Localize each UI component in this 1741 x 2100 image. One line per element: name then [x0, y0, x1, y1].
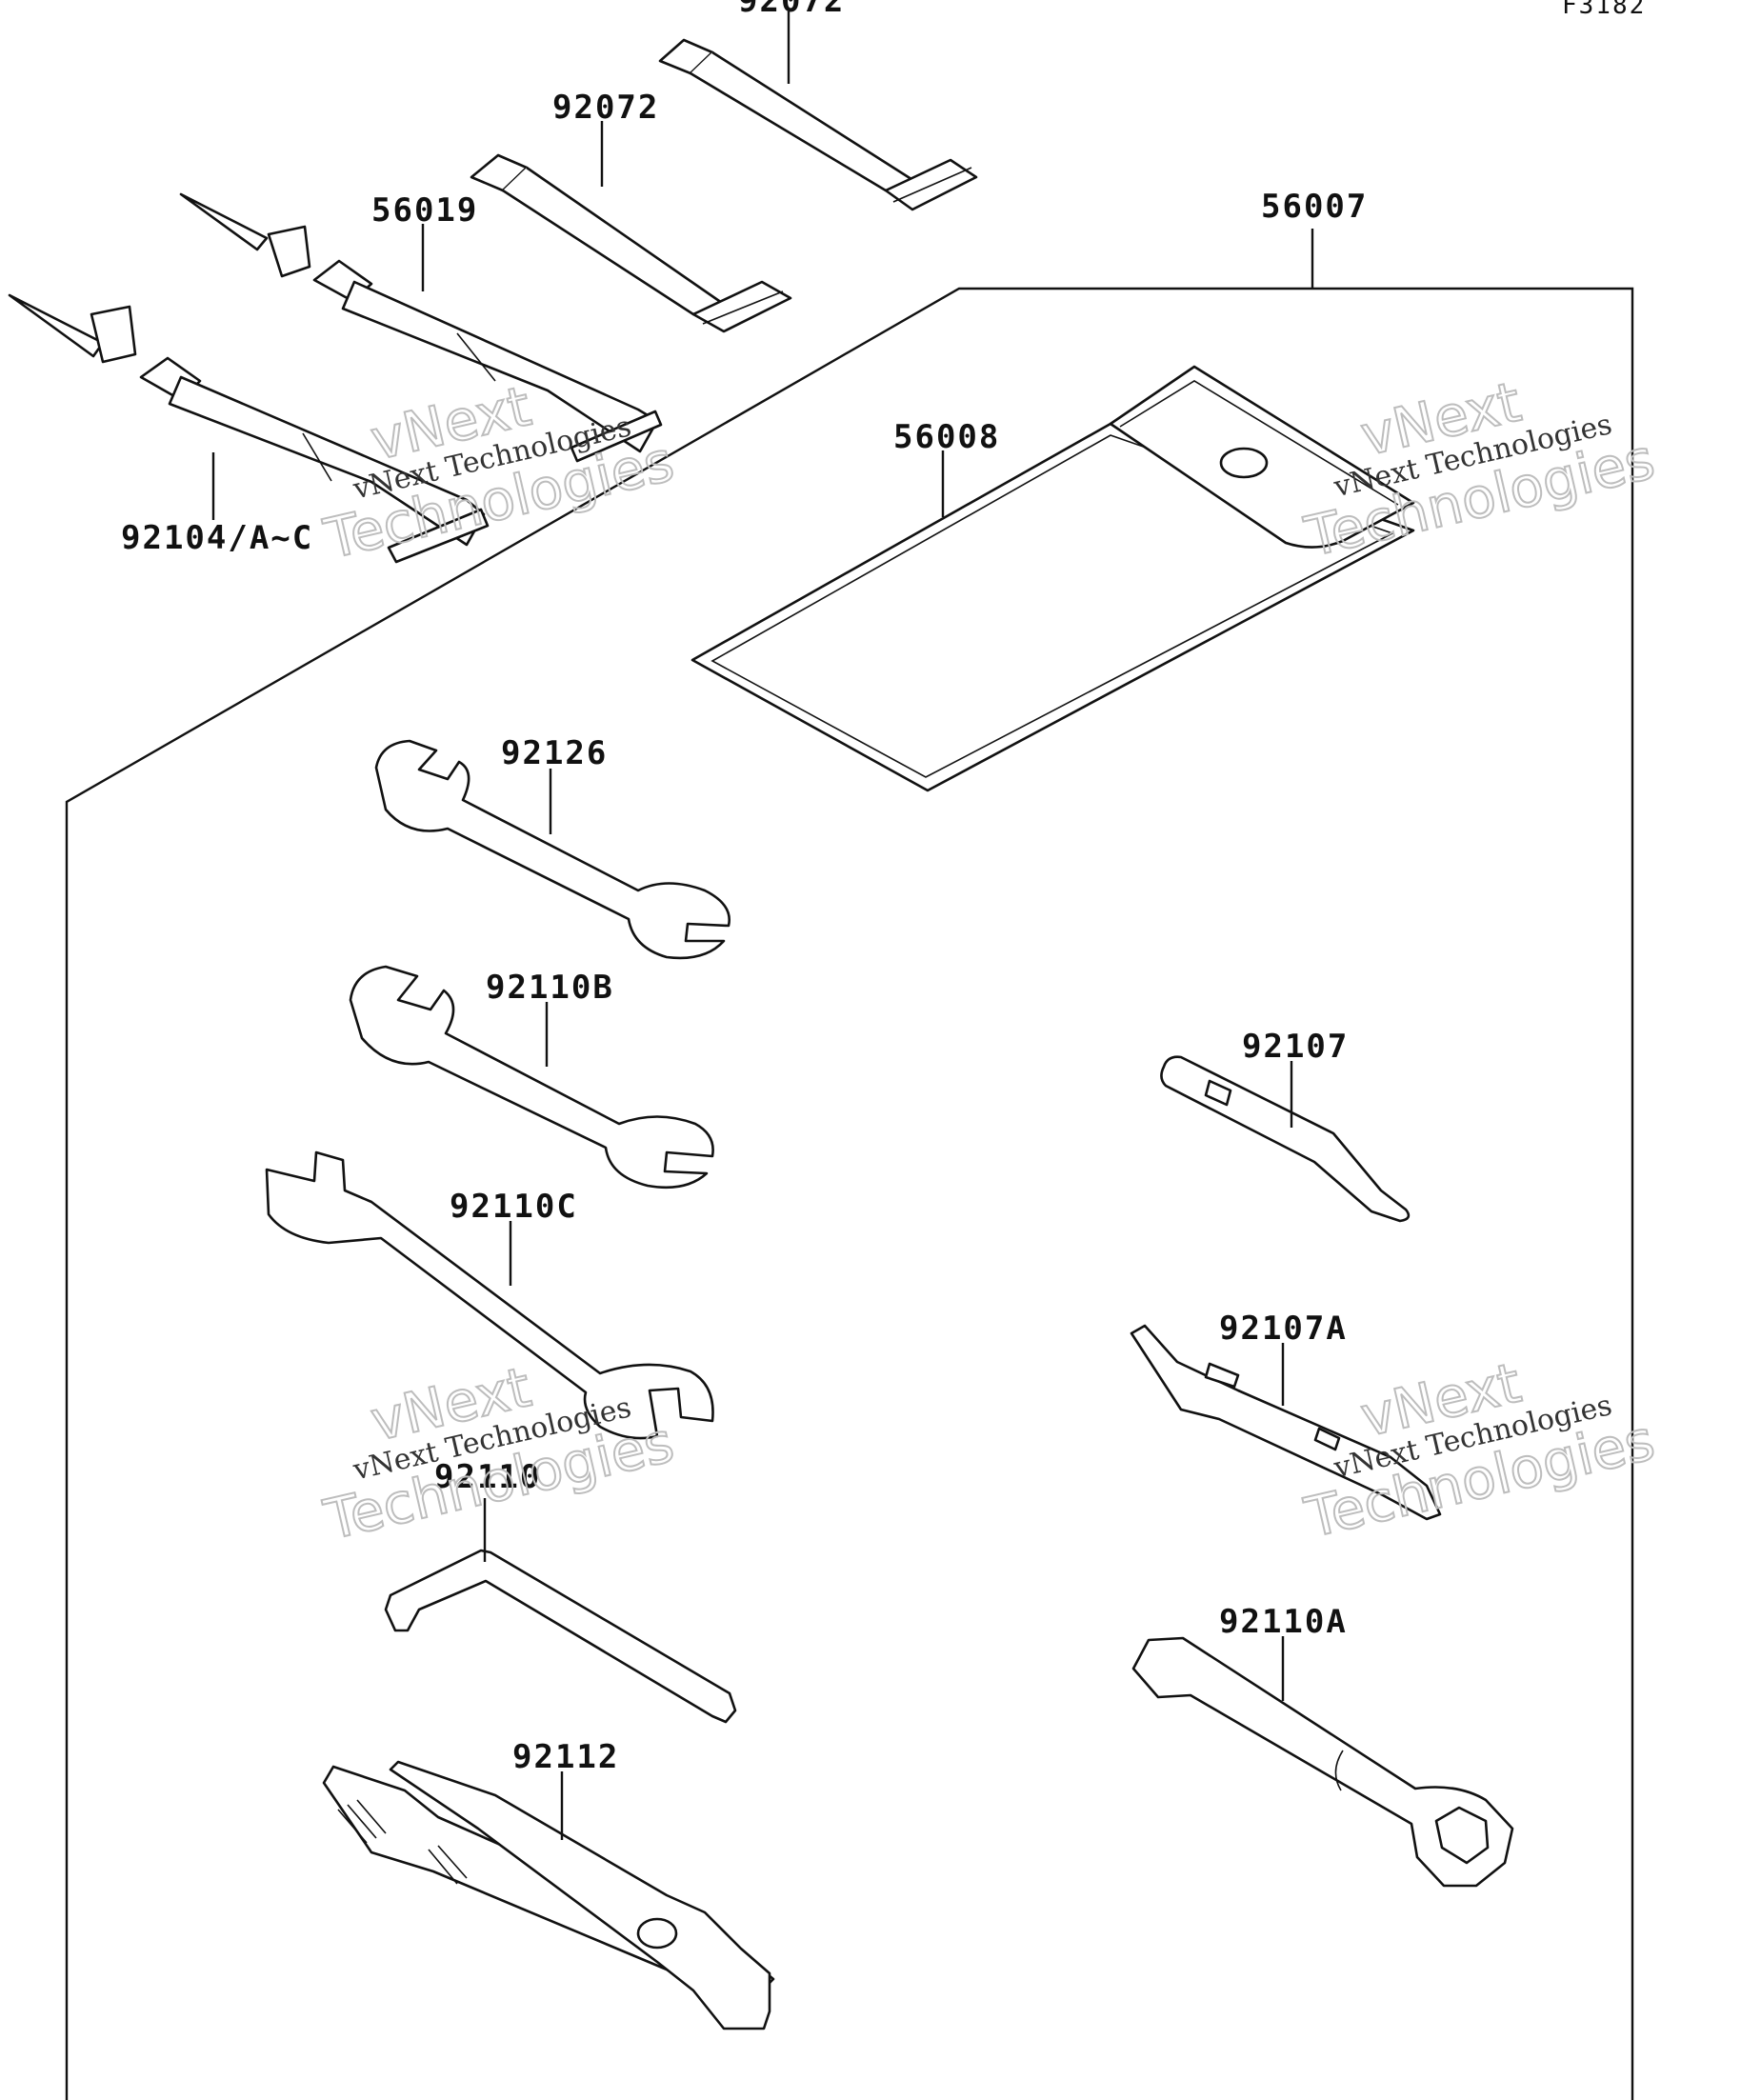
tube-icon	[179, 192, 663, 463]
label-92110: 92110	[434, 1458, 541, 1496]
figure-code: F3182	[1562, 0, 1646, 20]
label-92110c: 92110C	[450, 1188, 578, 1226]
label-92072: 92072	[552, 89, 659, 127]
tube-icon	[8, 293, 490, 564]
label-92110b: 92110B	[486, 969, 614, 1007]
label-92112: 92112	[512, 1738, 619, 1776]
label-92104: 92104/A~C	[121, 519, 313, 557]
label-92110a: 92110A	[1219, 1603, 1348, 1641]
pliers-icon	[322, 1760, 775, 2030]
box-wrench-icon	[1131, 1636, 1514, 1888]
label-92107a: 92107A	[1219, 1310, 1348, 1348]
strap-icon	[470, 153, 792, 333]
wrench-icon	[374, 739, 730, 960]
hex-key-icon	[384, 1549, 737, 1724]
wrench-icon	[349, 965, 714, 1190]
label-92126: 92126	[501, 734, 608, 772]
label-92072-top: 92072	[738, 0, 845, 20]
label-56007: 56007	[1261, 188, 1368, 226]
label-56008: 56008	[893, 418, 1000, 456]
watermark: vNext vNext Technologies Technologies	[317, 1353, 680, 1553]
strap-icon	[658, 38, 978, 211]
label-56019: 56019	[371, 191, 478, 230]
wrench-icon	[265, 1150, 714, 1440]
screwdriver-icon	[1130, 1324, 1442, 1521]
label-92107: 92107	[1242, 1028, 1349, 1066]
kit-boundary	[65, 287, 1634, 2100]
tool-bag-icon	[690, 365, 1415, 792]
screwdriver-icon	[1160, 1055, 1411, 1223]
